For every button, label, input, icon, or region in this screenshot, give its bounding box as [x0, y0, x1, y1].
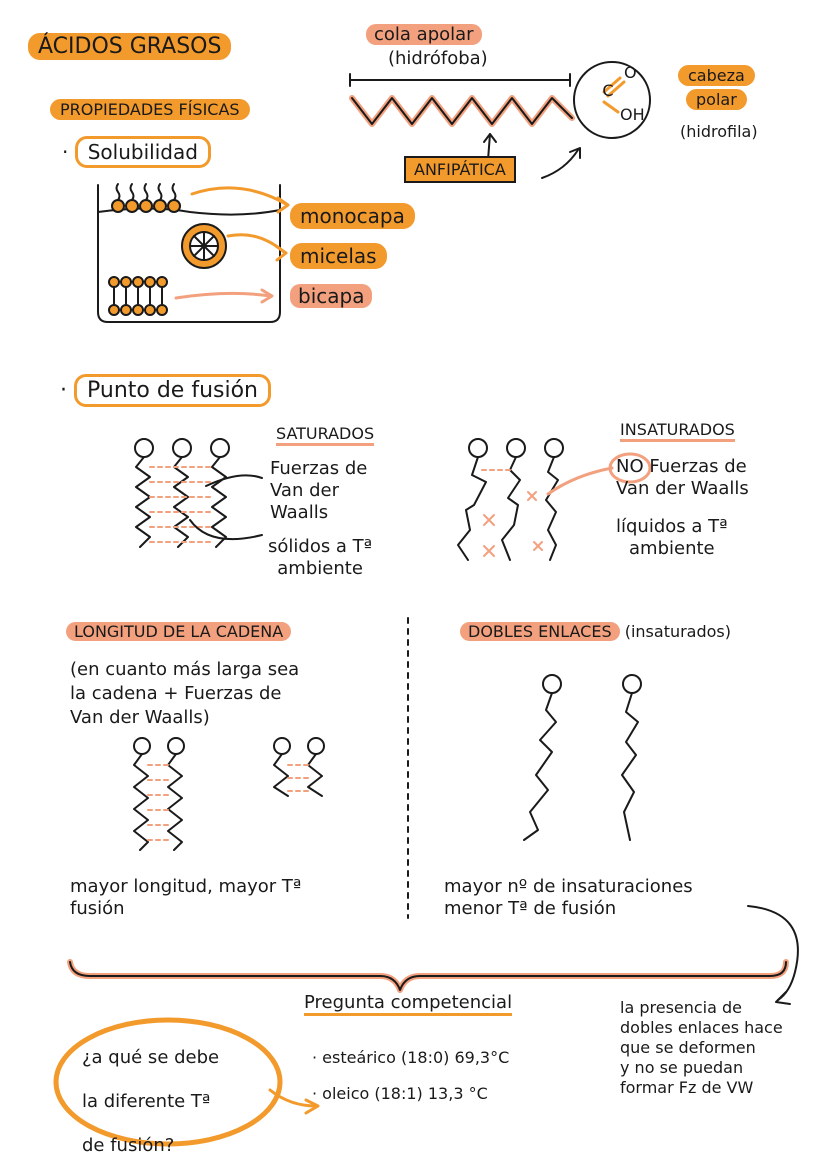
- question-text: ¿a qué se debe la diferente Tª de fusión…: [82, 1047, 220, 1156]
- chain-length-conclusion: mayor longitud, mayor Tª fusión: [70, 876, 302, 919]
- double-bonds-conclusion: mayor nº de insaturaciones menor Tª de f…: [444, 876, 693, 919]
- micelle-icon: [181, 223, 227, 269]
- bilayer-icon: [108, 276, 168, 316]
- chain-length-note: (en cuanto más larga sea la cadena + Fue…: [70, 659, 300, 728]
- carboxyl-hydroxyl: OH: [620, 105, 645, 124]
- carboxyl-head-icon: [573, 61, 651, 139]
- question-answer: la presencia de dobles enlaces hace que …: [620, 998, 783, 1097]
- double-bond-chains-icon: [523, 674, 642, 841]
- double-bonds-heading: DOBLES ENLACES (insaturados): [460, 622, 731, 641]
- carboxyl-oxygen: O: [624, 63, 637, 82]
- micelles-label: micelas: [290, 243, 387, 269]
- solubility-heading: · Solubilidad: [62, 136, 211, 168]
- hydrophobic-tail-icon: [349, 73, 575, 127]
- saturated-chains-icon: [134, 438, 263, 548]
- amphipathic-label: ANFIPÁTICA: [404, 156, 516, 183]
- head-label: cabeza polar: [678, 64, 755, 112]
- long-chain-icon: [133, 737, 185, 851]
- chain-length-heading: LONGITUD DE LA CADENA: [66, 622, 292, 641]
- short-chain-icon: [273, 737, 325, 797]
- bilayer-label: bicapa: [290, 284, 373, 308]
- saturated-title: SATURADOS: [276, 424, 375, 446]
- monolayer-icon: [111, 183, 181, 213]
- tail-label: cola apolar: [366, 24, 482, 45]
- saturated-forces: Fuerzas de Van der Waalls: [270, 458, 368, 523]
- unsaturated-forces: NO Fuerzas de Van der Waalls: [616, 456, 749, 499]
- no-label: NO: [616, 456, 644, 477]
- saturated-state: sólidos a Tª ambiente: [268, 536, 373, 579]
- unsaturated-state: líquidos a Tª ambiente: [616, 516, 728, 559]
- question-heading: Pregunta competencial: [304, 992, 513, 1016]
- physical-properties-heading: PROPIEDADES FÍSICAS: [50, 99, 250, 120]
- unsaturated-chains-icon: [457, 438, 652, 561]
- tail-sub: (hidrófoba): [388, 48, 488, 69]
- page-title: ÁCIDOS GRASOS: [28, 33, 232, 60]
- unsaturated-title: INSATURADOS: [620, 420, 735, 442]
- question-examples: · esteárico (18:0) 69,3°C · oleico (18:1…: [312, 1048, 510, 1103]
- monolayer-label: monocapa: [290, 203, 415, 229]
- head-sub: (hidrofila): [680, 122, 758, 141]
- carboxyl-carbon: C: [602, 81, 613, 100]
- melting-point-heading: · Punto de fusión: [60, 374, 272, 407]
